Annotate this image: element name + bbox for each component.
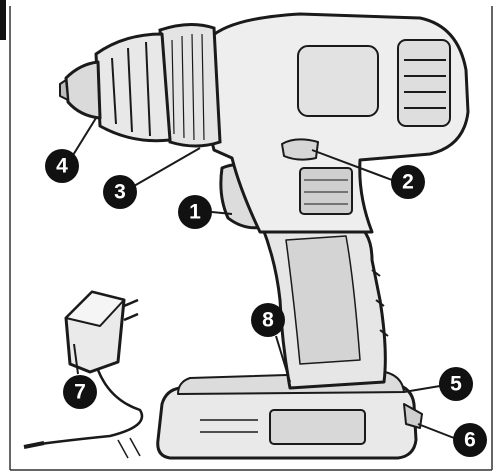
callout-1: 1: [178, 195, 212, 229]
leader-1: [211, 211, 233, 215]
callout-7: 7: [63, 375, 97, 409]
callout-4-number: 4: [56, 155, 68, 178]
callout-2: 2: [391, 165, 425, 199]
callout-2-number: 2: [402, 171, 414, 194]
callout-8-number: 8: [262, 309, 274, 332]
page-corner-mark: [0, 0, 6, 40]
callout-3-number: 3: [114, 181, 126, 204]
leader-8: [275, 335, 291, 383]
torque-collar: [158, 23, 222, 148]
callout-7-number: 7: [74, 381, 86, 404]
leader-3: [133, 147, 201, 187]
charger-plug: [23, 441, 45, 449]
callout-5: 5: [439, 367, 473, 401]
callout-4: 4: [45, 149, 79, 183]
motor-housing: [204, 12, 470, 234]
drill-handle: [260, 220, 389, 390]
callout-8: 8: [251, 303, 285, 337]
callout-5-number: 5: [450, 373, 462, 396]
leader-6: [417, 423, 455, 439]
callout-6: 6: [453, 423, 487, 457]
keyless-chuck: [59, 32, 172, 143]
callout-3: 3: [103, 175, 137, 209]
charger: [23, 290, 144, 459]
charger-cord: [39, 369, 144, 446]
leader-lines: [69, 117, 455, 439]
leader-7: [73, 343, 79, 375]
leader-5: [403, 385, 441, 393]
leader-4: [69, 117, 97, 161]
callout-6-number: 6: [464, 429, 476, 452]
direction-button: [281, 138, 319, 161]
leader-2: [311, 149, 393, 181]
grip-texture: [299, 167, 353, 215]
callout-1-number: 1: [189, 201, 201, 224]
battery-release-tab: [403, 403, 423, 429]
battery-pack: [156, 371, 423, 460]
